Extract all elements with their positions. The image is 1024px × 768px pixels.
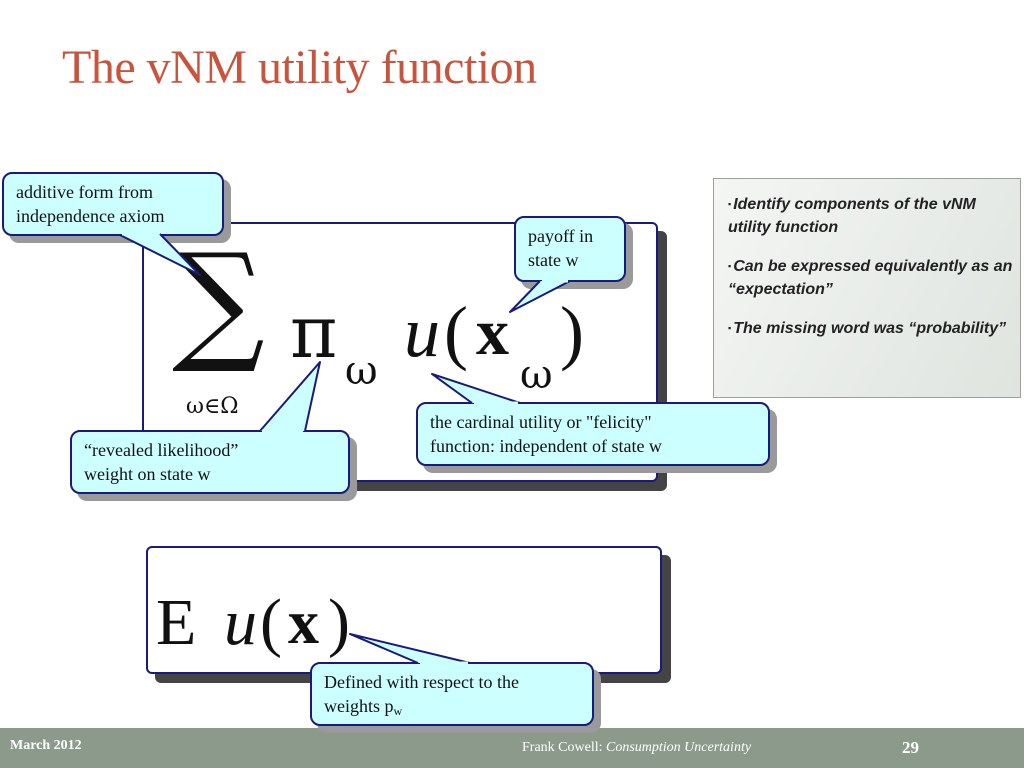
bullet-icon: ▪ xyxy=(728,261,732,271)
payoff-x-subscript: ω xyxy=(520,352,553,398)
note-text: Identify components of the vNM utility f… xyxy=(728,196,976,236)
callout-likelihood-line1: “revealed likelihood” xyxy=(84,440,239,460)
bullet-icon: ▪ xyxy=(728,199,732,209)
footer-page-number: 29 xyxy=(902,738,919,757)
expectation-operator: E xyxy=(156,586,197,659)
note-item: ▪Can be expressed equivalently as an “ex… xyxy=(728,255,1020,301)
sum-index-set: ω∈Ω xyxy=(186,394,239,419)
close-paren: ) xyxy=(560,292,584,372)
callout-payoff: payoff in state w xyxy=(514,216,626,282)
callout-payoff-line2: state w xyxy=(528,250,579,270)
payoff-x: x xyxy=(476,296,509,369)
slide-footer: March 2012 Frank Cowell: Consumption Unc… xyxy=(0,728,1024,768)
open-paren: ( xyxy=(444,292,468,372)
callout-defined-line2: weights p xyxy=(324,696,394,716)
note-item: ▪Identify components of the vNM utility … xyxy=(728,193,1020,239)
callout-payoff-line1: payoff in xyxy=(528,226,594,246)
footer-author-name: Frank Cowell: xyxy=(522,740,606,755)
expectation-utility-u: u xyxy=(224,586,257,659)
expectation-open-paren: ( xyxy=(260,586,282,659)
note-text: Can be expressed equivalently as an “exp… xyxy=(728,258,1013,298)
callout-defined-weights: Defined with respect to the weights pw xyxy=(310,662,594,726)
pi-symbol: π xyxy=(290,290,338,374)
footer-author: Frank Cowell: Consumption Uncertainty xyxy=(522,740,751,756)
pi-subscript: ω xyxy=(345,348,378,394)
callout-likelihood-line2: weight on state w xyxy=(84,464,211,484)
callout-additive-line1: additive form from xyxy=(16,182,153,202)
callout-defined-line2-wrap: weights pw xyxy=(324,694,580,723)
notes-panel: ▪Identify components of the vNM utility … xyxy=(713,178,1021,398)
footer-course: Consumption Uncertainty xyxy=(606,740,752,755)
bullet-icon: ▪ xyxy=(728,323,732,333)
utility-u: u xyxy=(404,292,440,372)
callout-defined-line1: Defined with respect to the xyxy=(324,672,519,692)
note-text: The missing word was “probability” xyxy=(733,320,1007,337)
expectation-close-paren: ) xyxy=(328,586,350,659)
footer-date: March 2012 xyxy=(10,738,82,753)
expectation-x: x xyxy=(288,589,319,657)
callout-cardinal-utility: the cardinal utility or "felicity" funct… xyxy=(416,402,770,466)
note-item: ▪The missing word was “probability” xyxy=(728,317,1020,340)
callout-revealed-likelihood: “revealed likelihood” weight on state w xyxy=(70,430,350,494)
slide-title: The vNM utility function xyxy=(62,41,537,94)
callout-additive-form: additive form from independence axiom xyxy=(2,172,224,236)
sigma-symbol: ∑ xyxy=(172,225,265,377)
callout-defined-subscript: w xyxy=(393,704,403,718)
callout-cardinal-line2: function: independent of state w xyxy=(430,436,662,456)
callout-additive-line2: independence axiom xyxy=(16,206,165,226)
callout-cardinal-line1: the cardinal utility or "felicity" xyxy=(430,412,652,432)
